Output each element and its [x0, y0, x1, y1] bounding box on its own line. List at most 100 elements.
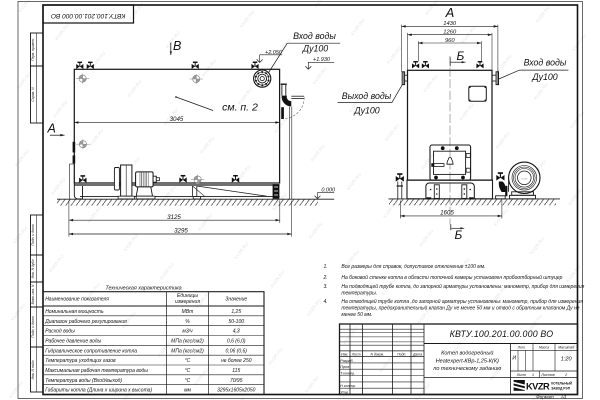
svg-text:На подводящей трубе котла, д: На подводящей трубе котла, до запорной а…: [341, 283, 584, 290]
svg-text:KVZR: KVZR: [521, 178, 527, 180]
svg-text:измерения: измерения: [175, 299, 200, 305]
svg-text:Пров.: Пров.: [340, 365, 350, 369]
svg-text:0.000: 0.000: [321, 188, 336, 194]
svg-text:3125: 3125: [167, 214, 181, 221]
svg-text:температуры.: температуры.: [341, 290, 377, 296]
svg-text:Подп.: Подп.: [397, 352, 406, 356]
svg-text:Ду100: Ду100: [353, 106, 379, 116]
svg-text:3045: 3045: [170, 116, 184, 123]
svg-text:Подп. и дата: Подп. и дата: [31, 316, 35, 337]
svg-text:°С: °С: [185, 378, 191, 384]
svg-text:4,3: 4,3: [233, 329, 240, 335]
svg-text:1260: 1260: [443, 30, 457, 36]
svg-text:Диапазон рабочего регулировани: Диапазон рабочего регулирования: [44, 319, 127, 325]
svg-text:+1.930: +1.930: [313, 57, 331, 63]
svg-text:Единицы: Единицы: [177, 293, 198, 299]
svg-text:МПа (кгс/см2): МПа (кгс/см2): [171, 338, 204, 344]
svg-text:Инв. N дубл.: Инв. N дубл.: [31, 259, 35, 279]
svg-text:Техническая характеристика: Техническая характеристика: [105, 285, 181, 291]
svg-text:А: А: [445, 5, 455, 20]
svg-text:мм: мм: [184, 388, 191, 394]
svg-text:1: 1: [532, 373, 534, 377]
svg-text:Вход воды: Вход воды: [293, 31, 336, 41]
svg-text:50-100: 50-100: [228, 319, 244, 325]
svg-text:Расход воды: Расход воды: [45, 329, 75, 335]
svg-text:Б: Б: [457, 49, 465, 63]
svg-text:0,6 (6,0): 0,6 (6,0): [227, 338, 246, 344]
svg-text:Ду100: Ду100: [302, 44, 328, 54]
svg-text:Вход воды: Вход воды: [524, 58, 567, 68]
svg-text:KVZR: KVZR: [526, 382, 550, 392]
svg-text:Масштаб: Масштаб: [558, 346, 574, 350]
svg-text:по техническому заданию: по техническому заданию: [433, 366, 501, 372]
svg-text:КВТУ.100.201.00.000 ВО: КВТУ.100.201.00.000 ВО: [450, 329, 554, 339]
svg-text:Дата: Дата: [412, 352, 422, 356]
svg-text:В: В: [173, 39, 181, 53]
svg-text:ЗАВОД РЭП: ЗАВОД РЭП: [551, 386, 571, 390]
svg-text:На боковой стенке котла в обла: На боковой стенке котла в области топочн…: [341, 274, 562, 281]
svg-text:Разраб.: Разраб.: [340, 359, 353, 363]
svg-text:°С: °С: [185, 358, 191, 364]
svg-text:Формат: Формат: [536, 394, 554, 399]
svg-text:Подп. и дата: Подп. и дата: [31, 224, 35, 245]
svg-text:Гидравлическое сопротивление к: Гидравлическое сопротивление котла: [45, 348, 137, 354]
svg-text:%: %: [185, 319, 190, 325]
svg-text:3.: 3.: [324, 284, 328, 290]
svg-text:Листов: Листов: [540, 373, 555, 377]
svg-text:960: 960: [445, 38, 455, 44]
svg-text:Heatexpert-КВр-1,25-К(К): Heatexpert-КВр-1,25-К(К): [436, 358, 499, 364]
svg-text:°С: °С: [185, 368, 191, 374]
svg-text:Т.контр.: Т.контр.: [340, 371, 355, 375]
svg-text:Перв. примен.: Перв. примен.: [31, 38, 35, 61]
svg-text:N докум.: N докум.: [370, 352, 384, 356]
svg-text:Ду100: Ду100: [531, 72, 557, 82]
svg-text:МВт: МВт: [182, 309, 194, 315]
svg-text:1.: 1.: [324, 264, 328, 270]
svg-text:Рабочее давление воды: Рабочее давление воды: [45, 338, 101, 344]
svg-text:Наименование показателя: Наименование показателя: [45, 297, 109, 303]
svg-text:1,25: 1,25: [231, 309, 241, 315]
svg-text:Н.контр.: Н.контр.: [340, 384, 356, 388]
svg-text:КВТУ.100.201.00.000 ВО: КВТУ.100.201.00.000 ВО: [51, 12, 125, 19]
svg-text:м3/ч: м3/ч: [182, 329, 193, 335]
svg-text:Температура воды (Вход/выход): Температура воды (Вход/выход): [45, 378, 122, 384]
svg-text:3295х1605х2050: 3295х1605х2050: [217, 388, 256, 394]
svg-text:Номинальная мощность: Номинальная мощность: [45, 309, 104, 315]
svg-text:1605: 1605: [440, 209, 454, 216]
svg-text:менее 50 мм.: менее 50 мм.: [341, 312, 372, 318]
svg-text:Температура уходящих газов: Температура уходящих газов: [45, 358, 116, 364]
svg-text:Б: Б: [455, 228, 463, 242]
svg-text:А: А: [47, 122, 56, 136]
svg-text:температуры, предохранительный: температуры, предохранительный клапан Ду…: [341, 304, 579, 311]
svg-text:Котел водогрейный: Котел водогрейный: [441, 350, 493, 357]
svg-text:+2.050: +2.050: [265, 50, 283, 56]
svg-text:2.: 2.: [323, 275, 328, 281]
svg-text:см. п. 2: см. п. 2: [222, 102, 258, 114]
svg-text:А3: А3: [560, 394, 567, 399]
svg-text:115: 115: [232, 368, 240, 374]
svg-text:Значение: Значение: [225, 297, 247, 303]
svg-text:Масса: Масса: [539, 346, 549, 350]
svg-text:70/95: 70/95: [230, 378, 243, 384]
svg-text:Габариты котла (Длина х ширина: Габариты котла (Длина х ширина х высота): [45, 388, 152, 394]
svg-text:На отводящей трубе котла ,до з: На отводящей трубе котла ,до запорной ар…: [341, 298, 583, 305]
svg-text:Лист: Лист: [516, 373, 527, 377]
svg-text:Утв.: Утв.: [340, 390, 348, 394]
svg-text:1430: 1430: [443, 21, 457, 27]
svg-text:2: 2: [564, 373, 567, 377]
svg-text:1:20: 1:20: [561, 357, 573, 363]
svg-text:Инв. N подл.: Инв. N подл.: [31, 360, 35, 380]
svg-text:3295: 3295: [174, 227, 188, 234]
svg-text:КОТЕЛЬНЫЙ: КОТЕЛЬНЫЙ: [551, 382, 572, 386]
svg-text:Максимальная рабочая температу: Максимальная рабочая температура воды: [45, 368, 148, 374]
svg-text:4.: 4.: [324, 299, 328, 305]
svg-text:Изм.: Изм.: [341, 352, 348, 356]
svg-text:МПа (кгс/см2): МПа (кгс/см2): [171, 348, 204, 354]
svg-text:не более 250: не более 250: [221, 358, 252, 364]
svg-text:И: И: [512, 356, 516, 362]
svg-text:Взам. инв. N: Взам. инв. N: [31, 284, 35, 304]
svg-text:Выход воды: Выход воды: [342, 91, 392, 101]
svg-text:Справ. N: Справ. N: [31, 87, 35, 102]
svg-text:0,06 (0,6): 0,06 (0,6): [226, 348, 248, 354]
svg-text:Лист: Лист: [351, 352, 361, 356]
